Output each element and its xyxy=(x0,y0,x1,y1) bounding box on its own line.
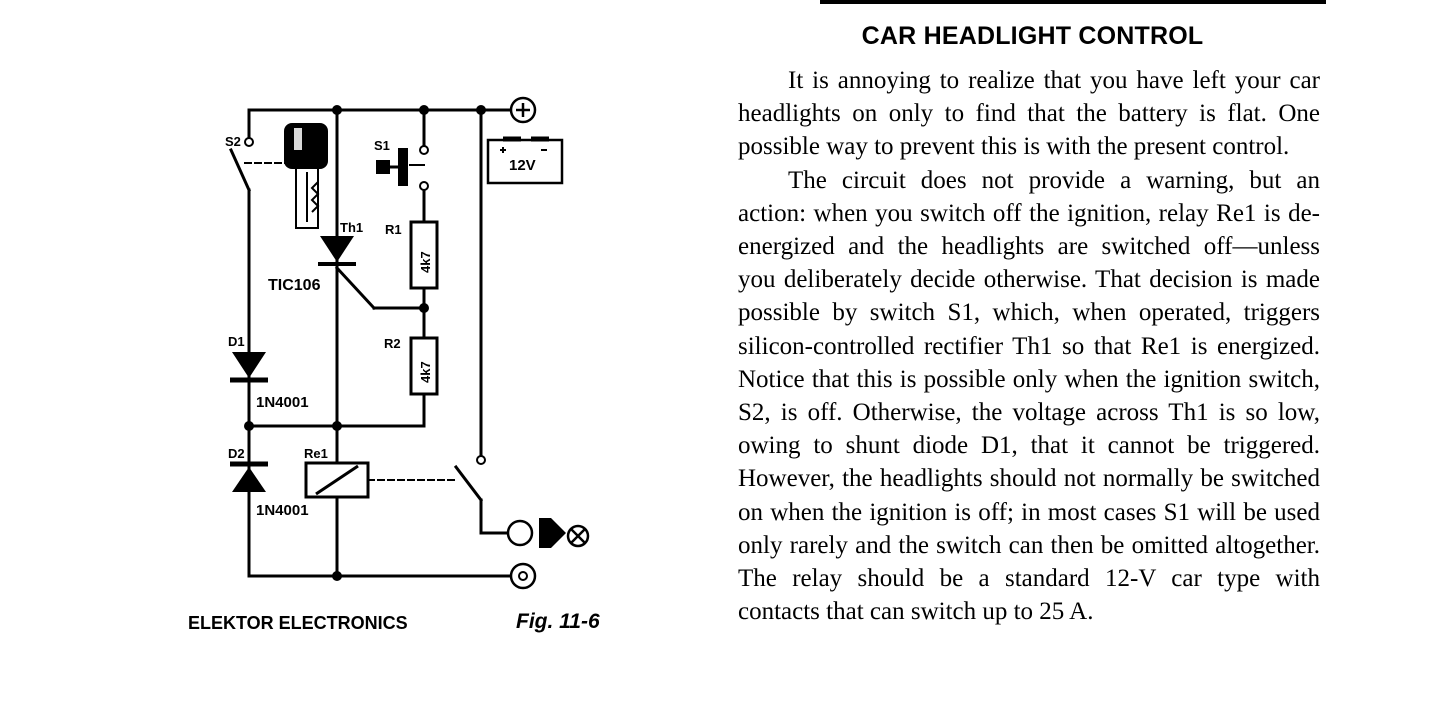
re1-label: Re1 xyxy=(304,446,328,461)
s1-pushbutton xyxy=(376,148,408,186)
d1-label: D1 xyxy=(228,334,245,349)
s2-terminal xyxy=(244,137,254,147)
junction-dots xyxy=(244,105,486,581)
headlight-output xyxy=(506,518,590,548)
s1-terminal-top xyxy=(419,145,429,155)
battery-symbol xyxy=(486,136,564,185)
s1-terminal-bottom xyxy=(419,181,429,191)
r1-value: 4k7 xyxy=(418,251,433,273)
th1-scr xyxy=(318,236,356,266)
article-title: CAR HEADLIGHT CONTROL xyxy=(861,22,1204,50)
s2-label: S2 xyxy=(225,134,241,149)
figure-credit: ELEKTOR ELECTRONICS xyxy=(188,613,408,633)
battery-label: 12V xyxy=(509,157,536,174)
ground-terminal xyxy=(509,562,537,590)
figure-label: Fig. 11-6 xyxy=(516,610,600,633)
th1-part-label: TIC106 xyxy=(268,277,321,294)
r2-resistor xyxy=(409,336,439,396)
r2-value: 4k7 xyxy=(418,361,433,383)
circuit-diagram: S2 S1 12V Th1 TIC106 R1 4k7 R2 4k7 D1 1N… xyxy=(225,96,590,590)
relay-contact-blade xyxy=(453,464,484,503)
d1-diode xyxy=(230,352,268,383)
r1-label: R1 xyxy=(385,222,402,237)
plus-terminal xyxy=(509,96,537,124)
s2-switch-blade xyxy=(229,148,251,192)
top-rule xyxy=(820,0,1326,4)
s1-label: S1 xyxy=(374,138,390,153)
paragraph: It is annoying to realize that you have … xyxy=(738,67,1320,161)
relay-contact-terminal xyxy=(476,455,486,465)
r2-label: R2 xyxy=(384,336,401,351)
paragraph: The circuit does not provide a warning, … xyxy=(738,166,1320,626)
th1-label: Th1 xyxy=(340,220,363,235)
d2-diode xyxy=(230,461,268,492)
r1-resistor xyxy=(409,220,439,290)
d2-part-label: 1N4001 xyxy=(256,502,309,519)
re1-relay-coil xyxy=(304,461,370,499)
d2-label: D2 xyxy=(228,446,245,461)
article-body: It is annoying to realize that you have … xyxy=(738,64,1320,628)
ignition-key-icon xyxy=(284,123,328,229)
d1-part-label: 1N4001 xyxy=(256,394,309,411)
